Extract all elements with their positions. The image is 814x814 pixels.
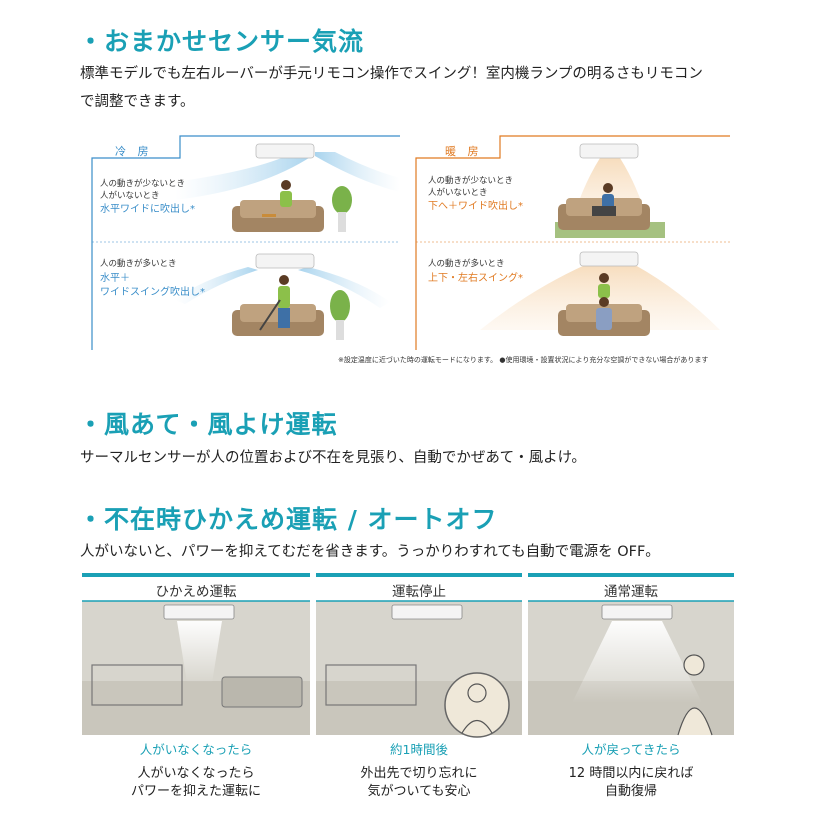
panel-stop: [316, 573, 522, 738]
heat-many-action: 上下・左右スイング*: [428, 273, 523, 284]
section1-heading: ・おまかせセンサー気流: [78, 27, 365, 56]
person-vacuum-cool-bottom: [259, 275, 290, 331]
aircon-unit-heat-bottom: [579, 251, 639, 267]
heat-few-line2: 人がいないとき: [428, 188, 488, 198]
panel1-caption: 人がいなくなったら: [139, 742, 253, 757]
cool-many-line1: 人の動きが多いとき: [100, 259, 177, 269]
cool-few-action: 水平ワイドに吹出し*: [100, 204, 195, 215]
cooling-frame: [91, 135, 400, 350]
heating-frame: [415, 135, 730, 350]
aircon-unit-cool-bottom: [255, 253, 315, 269]
panel1-title: ひかえめ運転: [155, 584, 237, 600]
cool-few-line2: 人がいないとき: [100, 191, 160, 201]
person-laptop-heat-top: [592, 183, 616, 216]
cool-many-action1: 水平＋: [100, 273, 130, 284]
section1-footnote: ※設定温度に近づいた時の運転モードになります。 ●使用環境・設置状況により充分な…: [338, 356, 709, 364]
plant-cool-top: [332, 186, 352, 232]
section2-heading: ・風あて・風よけ運転: [78, 410, 338, 439]
heat-many-line1: 人の動きが多いとき: [428, 259, 505, 269]
cool-airflow-bottom-left: [175, 267, 258, 304]
cool-airflow-top-left: [175, 152, 312, 200]
cool-few-line1: 人の動きが少ないとき: [100, 179, 186, 189]
cooling-mode-label: 冷 房: [115, 145, 153, 158]
plant-cool-bottom: [330, 290, 350, 340]
aircon-unit-heat-top: [579, 143, 639, 159]
panel2-title: 運転停止: [392, 584, 446, 600]
section1-text-line2: で調整できます。: [80, 94, 195, 110]
panel3-caption: 人が戻ってきたら: [581, 742, 681, 757]
cool-airflow-bottom-right: [298, 267, 390, 308]
heating-mode-label: 暖 房: [445, 145, 483, 158]
panel2-desc-line1: 外出先で切り忘れに: [360, 766, 478, 781]
panel1-desc-line2: パワーを抑えた運転に: [130, 784, 261, 799]
airflow-illustration: [91, 135, 730, 350]
section3-text: 人がいないと、パワーを抑えてむだを省きます。うっかりわすれても自動で電源を OF…: [80, 544, 660, 560]
aircon-unit-cool-top: [255, 143, 315, 159]
side-table-cool-top: [262, 214, 276, 217]
sofa-cool-top: [232, 200, 324, 232]
heat-few-action: 下へ＋ワイド吹出し*: [428, 201, 523, 212]
section1-text-line1: 標準モデルでも左右ルーバーが手元リモコン操作でスイング！室内機ランプの明るさもリ…: [80, 66, 703, 82]
sofa-heat-top: [558, 198, 650, 230]
person-cool-top: [280, 180, 292, 207]
panel2-caption: 約1時間後: [390, 742, 448, 757]
panel-hikaeme: [82, 573, 310, 735]
panel2-desc-line2: 気がついても安心: [367, 784, 471, 799]
section3-heading: ・不在時ひかえめ運転 / オートオフ: [78, 505, 498, 534]
panel-normal: [528, 573, 734, 736]
panel1-desc-line1: 人がいなくなったら: [137, 766, 255, 781]
heat-few-line1: 人の動きが少ないとき: [428, 176, 514, 186]
section2-text: サーマルセンサーが人の位置および不在を見張り、自動でかぜあて・風よけ。: [80, 450, 586, 466]
cool-airflow-top-right: [315, 152, 400, 192]
cool-many-action2: ワイドスイング吹出し*: [100, 287, 205, 298]
panel3-desc-line1: 12 時間以内に戻れば: [568, 766, 694, 781]
people-heat-bottom: [596, 273, 612, 330]
panel3-desc-line2: 自動復帰: [604, 784, 657, 799]
panel3-title: 通常運転: [604, 584, 658, 600]
panels-illustration: [82, 573, 734, 738]
